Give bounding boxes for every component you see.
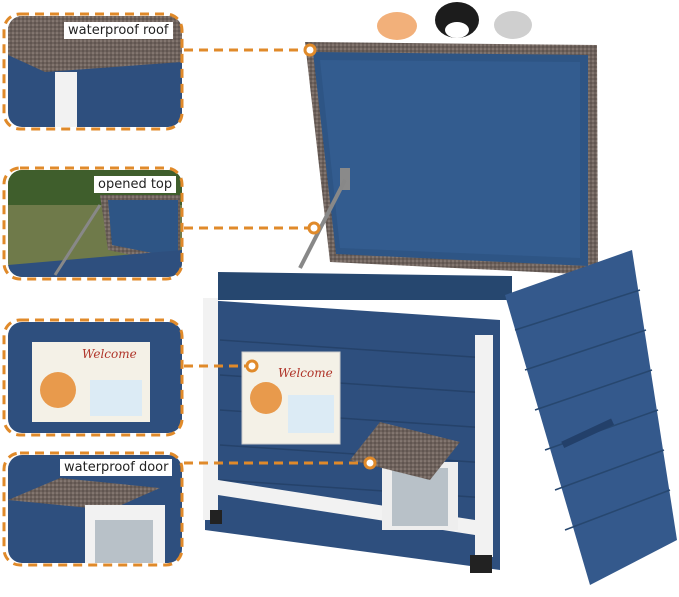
callout-label-top: opened top [94, 176, 177, 193]
lid-support-strut [298, 179, 347, 269]
removable-side-panel [505, 250, 677, 585]
callout-sign-text: Welcome [82, 347, 137, 361]
callout-label-door: waterproof door [60, 459, 173, 476]
door-awning [350, 422, 460, 480]
callout-label-roof: waterproof roof [64, 22, 173, 39]
callout-frames [2, 12, 364, 567]
callout-sign-photo [8, 322, 182, 433]
sign-text: Welcome [278, 366, 333, 380]
cat-mascots [377, 2, 532, 40]
callout-anchor-dots [245, 43, 377, 470]
